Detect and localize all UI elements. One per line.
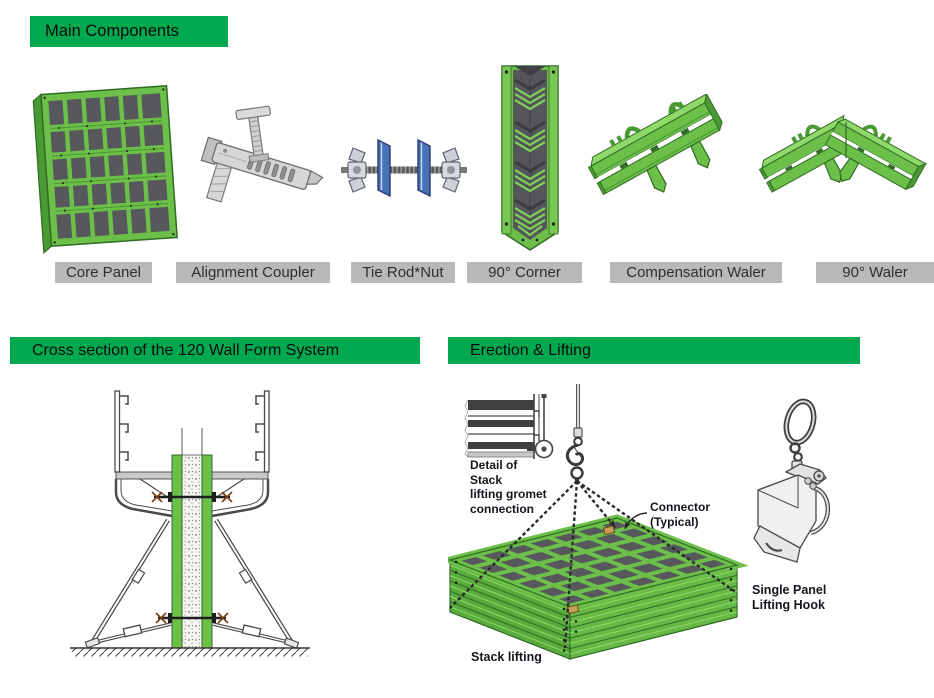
single-panel-lifting-hook <box>753 398 830 563</box>
single-panel-hook-label: Single Panel Lifting Hook <box>752 583 827 612</box>
cross-section-title: Cross section of the 120 Wall Form Syste… <box>32 341 340 359</box>
stack-gromet-detail <box>464 394 554 459</box>
main-components-banner: Main Components <box>30 16 228 47</box>
erection-title: Erection & Lifting <box>470 341 591 359</box>
tie-rod-nut-illustration <box>341 138 467 198</box>
connector-clamp <box>602 525 616 536</box>
panel-stack <box>448 514 749 660</box>
cross-section-diagram <box>70 390 310 657</box>
component-label-alignment-coupler: Alignment Coupler <box>176 262 330 283</box>
component-label-90-waler: 90° Waler <box>816 262 934 283</box>
erection-banner: Erection & Lifting <box>448 337 860 364</box>
component-label-tie-rod-nut: Tie Rod*Nut <box>351 262 455 283</box>
gromet-detail-label: Detail of Stack lifting gromet connectio… <box>470 458 547 516</box>
alignment-coupler-illustration <box>200 105 324 203</box>
connector-typical-label: Connector (Typical) <box>650 500 710 529</box>
core-panel-illustration <box>32 84 178 254</box>
crane-hook <box>565 384 584 483</box>
component-label-90-corner: 90° Corner <box>467 262 582 283</box>
corner-90-illustration <box>501 65 559 251</box>
stack-lifting-label: Stack lifting <box>471 650 542 664</box>
cross-section-banner: Cross section of the 120 Wall Form Syste… <box>10 337 420 364</box>
erection-lifting-diagram <box>448 384 830 660</box>
compensation-waler-illustration <box>587 94 723 196</box>
chain-slings <box>449 480 738 649</box>
main-components-title: Main Components <box>45 22 179 40</box>
component-label-compensation-waler: Compensation Waler <box>610 262 782 283</box>
waler-90-illustration <box>758 114 927 193</box>
component-label-core-panel: Core Panel <box>55 262 152 283</box>
